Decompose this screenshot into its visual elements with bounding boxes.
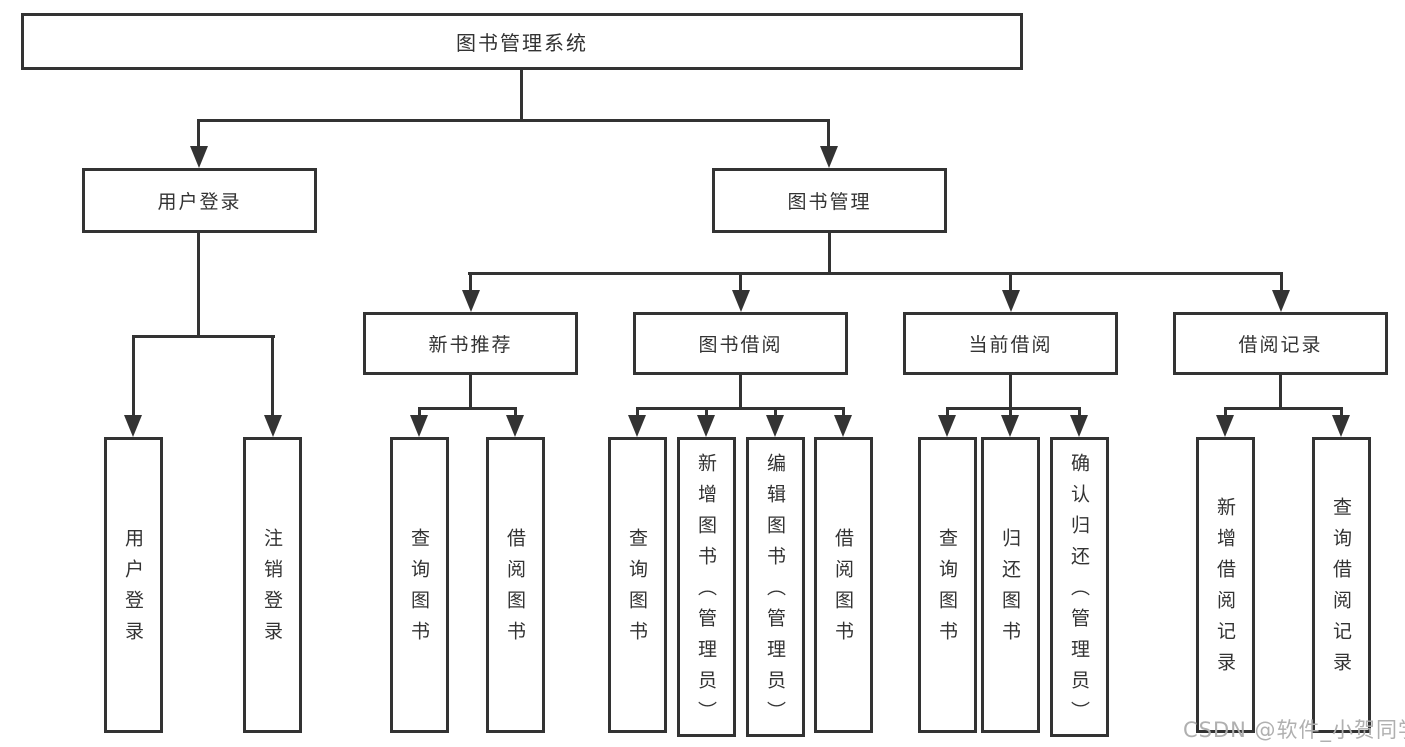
arrowhead-down-icon — [1272, 290, 1290, 312]
connector-drop-new-book — [469, 272, 472, 295]
node-query-books-recommend: 查询图书 — [390, 437, 449, 733]
connector-current-borrow-stem — [1009, 375, 1012, 409]
connector-drop — [636, 407, 639, 418]
arrowhead-down-icon — [410, 415, 428, 437]
connector-user-login-stem — [197, 233, 200, 336]
connector-borrow-records-stem — [1279, 375, 1282, 409]
node-book-management: 图书管理 — [712, 168, 947, 233]
arrowhead-down-icon — [697, 415, 715, 437]
arrowhead-down-icon — [264, 415, 282, 437]
arrowhead-down-icon — [1001, 415, 1019, 437]
connector-root-stem — [520, 70, 523, 120]
node-book-borrow: 图书借阅 — [633, 312, 848, 375]
node-query-books-borrow: 查询图书 — [608, 437, 667, 733]
connector-drop — [705, 407, 708, 418]
node-borrow-books-recommend: 借阅图书 — [486, 437, 545, 733]
arrowhead-down-icon — [506, 415, 524, 437]
connector-drop-user-login — [197, 119, 200, 150]
node-login: 用户登录 — [104, 437, 163, 733]
connector-level1-hline — [197, 119, 830, 122]
arrowhead-down-icon — [834, 415, 852, 437]
connector-book-management-stem — [828, 233, 831, 275]
arrowhead-down-icon — [732, 290, 750, 312]
arrowhead-down-icon — [1216, 415, 1234, 437]
node-query-books-current: 查询图书 — [918, 437, 977, 733]
connector-drop — [514, 407, 517, 418]
connector-drop — [1009, 407, 1012, 418]
connector-drop — [946, 407, 949, 418]
node-root-system: 图书管理系统 — [21, 13, 1023, 70]
connector-drop-borrow-records — [1280, 272, 1283, 295]
arrowhead-down-icon — [628, 415, 646, 437]
connector-drop — [1078, 407, 1081, 418]
node-new-book-recommend: 新书推荐 — [363, 312, 578, 375]
connector-drop — [1224, 407, 1227, 418]
connector-new-book-hline — [418, 407, 517, 410]
connector-book-borrow-hline — [636, 407, 845, 410]
node-logout: 注销登录 — [243, 437, 302, 733]
connector-user-login-hline — [132, 335, 275, 338]
node-current-borrow: 当前借阅 — [903, 312, 1118, 375]
connector-book-borrow-stem — [739, 375, 742, 409]
connector-drop-current-borrow — [1009, 272, 1012, 295]
arrowhead-down-icon — [820, 146, 838, 168]
connector-drop — [418, 407, 421, 418]
connector-drop — [842, 407, 845, 418]
connector-new-book-stem — [469, 375, 472, 409]
node-add-book-admin: 新增图书（管理员） — [677, 437, 736, 737]
node-return-book: 归还图书 — [981, 437, 1040, 733]
node-confirm-return-admin: 确认归还（管理员） — [1050, 437, 1109, 737]
arrowhead-down-icon — [124, 415, 142, 437]
arrowhead-down-icon — [462, 290, 480, 312]
connector-level2-hline — [468, 272, 1283, 275]
arrowhead-down-icon — [1332, 415, 1350, 437]
arrowhead-down-icon — [938, 415, 956, 437]
node-edit-book-admin: 编辑图书（管理员） — [746, 437, 805, 737]
connector-drop — [774, 407, 777, 418]
node-user-login: 用户登录 — [82, 168, 317, 233]
node-add-borrow-record: 新增借阅记录 — [1196, 437, 1255, 733]
arrowhead-down-icon — [1070, 415, 1088, 437]
connector-drop-book-borrow — [739, 272, 742, 295]
node-borrow-records: 借阅记录 — [1173, 312, 1388, 375]
connector-drop — [1340, 407, 1343, 418]
connector-current-borrow-hline — [946, 407, 1081, 410]
arrowhead-down-icon — [1002, 290, 1020, 312]
arrowhead-down-icon — [766, 415, 784, 437]
connector-borrow-records-hline — [1224, 407, 1343, 410]
node-query-borrow-record: 查询借阅记录 — [1312, 437, 1371, 733]
csdn-watermark: CSDN @软件_小贺同学 — [1183, 718, 1405, 742]
connector-drop-logout — [271, 335, 274, 420]
connector-drop-login — [132, 335, 135, 420]
node-borrow-books: 借阅图书 — [814, 437, 873, 733]
connector-drop-book-management — [827, 119, 830, 150]
arrowhead-down-icon — [190, 146, 208, 168]
